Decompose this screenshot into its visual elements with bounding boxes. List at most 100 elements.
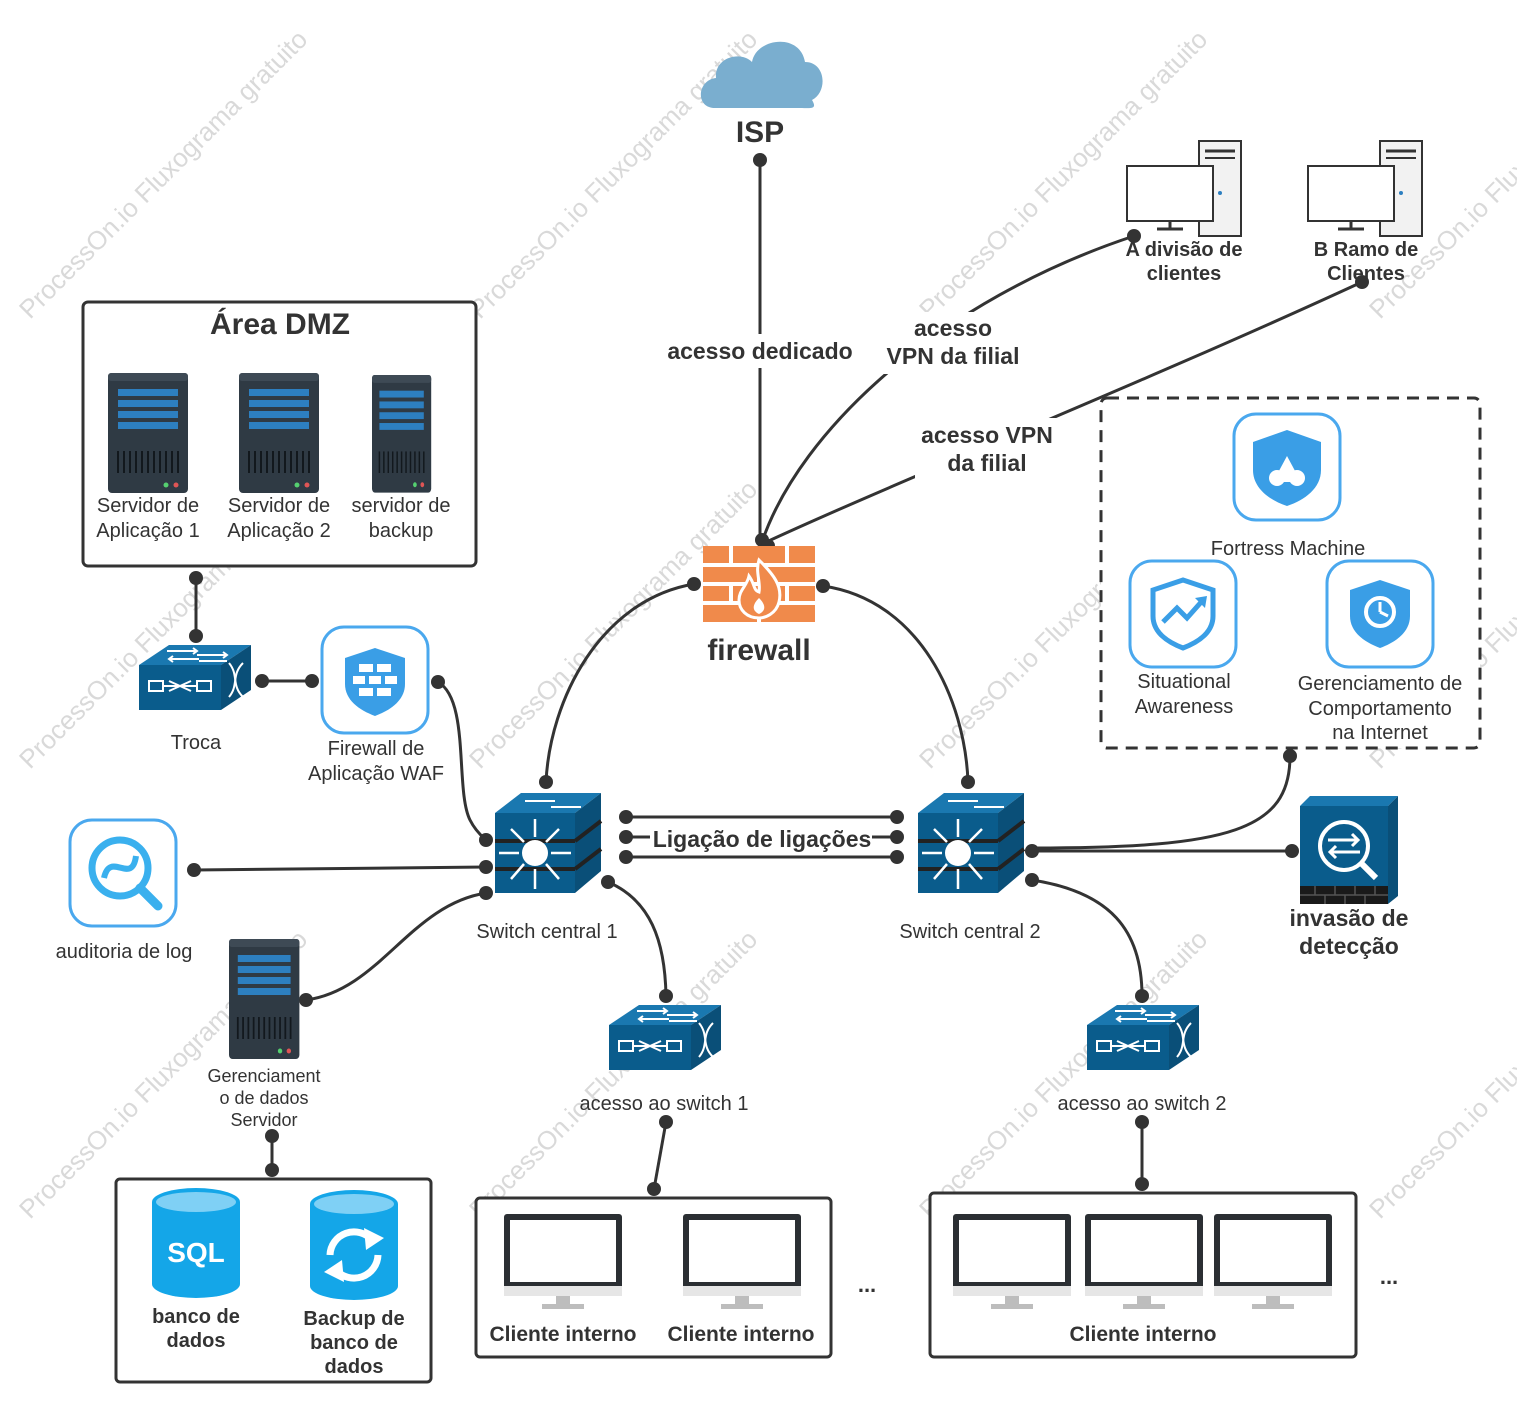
internal-clients-group-2: Cliente interno (928, 1191, 1358, 1359)
firewall-label: firewall (707, 634, 810, 667)
security-zone: Fortress Machine Situational Awareness G… (1099, 396, 1482, 750)
edge-label-vpn-a-1: acesso (914, 315, 992, 341)
desktop-pc-icon (1125, 139, 1243, 238)
backup-server-icon (371, 374, 433, 494)
fortress-label: Fortress Machine (1211, 538, 1366, 560)
behavior-label-3: na Internet (1332, 722, 1428, 744)
data-mgmt-label-1: Gerenciament (207, 1066, 320, 1086)
isp-node: ISP (700, 41, 823, 149)
sql-text: SQL (167, 1237, 225, 1268)
ids-label-1: invasão de (1290, 905, 1409, 931)
waf-label-2: Aplicação WAF (308, 763, 444, 785)
edge-label-dedicated: acesso dedicado (667, 338, 852, 364)
monitor-icon (683, 1214, 801, 1309)
client-label: Cliente interno (489, 1323, 636, 1346)
troca-label: Troca (171, 732, 222, 754)
server3-label-2: backup (369, 520, 434, 542)
connection-dots (187, 153, 1369, 1196)
server2-label-2: Aplicação 2 (227, 520, 330, 542)
monitor-icon (1214, 1214, 1332, 1309)
monitor-icon (953, 1214, 1071, 1309)
watermark-text: ProcessOn.io Fluxograma gratuito (913, 924, 1213, 1224)
intrusion-detection-node: invasão de detecção (1290, 796, 1409, 959)
log-audit-search-icon (88, 836, 163, 911)
branch-a-label-2: clientes (1147, 263, 1221, 285)
access-switch-1-label: acesso ao switch 1 (580, 1093, 749, 1115)
branch-a-label-1: A divisão de (1125, 239, 1242, 261)
log-audit-node: auditoria de log (56, 818, 193, 963)
more-clients-ellipsis-2: ... (1380, 1264, 1398, 1289)
access-switch-1: acesso ao switch 1 (580, 1004, 749, 1115)
database-label-2: dados (167, 1330, 226, 1352)
server2-label-1: Servidor de (228, 495, 330, 517)
access-switch-2-icon (1086, 1004, 1200, 1071)
core-switch-1: Switch central 1 (476, 791, 618, 943)
branch-b-label-1: B Ramo de (1314, 239, 1418, 261)
client-label: Cliente interno (667, 1323, 814, 1346)
troca-node: Troca (138, 644, 252, 754)
watermark-text: ProcessOn.io Fluxograma gratuito (1363, 924, 1517, 1224)
core-switch-1-label: Switch central 1 (476, 921, 617, 943)
log-audit-label: auditoria de log (56, 941, 193, 963)
data-mgmt-label-3: Servidor (230, 1110, 297, 1130)
data-management-server-icon (228, 938, 301, 1060)
dmz-area: Área DMZ Servidor de Aplicação 1 Servido… (81, 300, 478, 568)
dmz-title: Área DMZ (210, 307, 350, 341)
data-management-node: Gerenciament o de dados Servidor (207, 938, 321, 1130)
data-mgmt-label-2: o de dados (219, 1088, 308, 1108)
troca-switch-icon (138, 644, 252, 711)
behavior-management-icon (1350, 580, 1410, 648)
access-switch-2-label: acesso ao switch 2 (1058, 1093, 1227, 1115)
firewall-icon (703, 546, 815, 622)
db-backup-sync-icon (310, 1190, 398, 1300)
monitor-icon (1085, 1214, 1203, 1309)
waf-node: Firewall de Aplicação WAF (308, 625, 444, 785)
server1-label-2: Aplicação 1 (96, 520, 199, 542)
waf-label-1: Firewall de (328, 738, 425, 760)
intrusion-detection-icon (1300, 796, 1398, 904)
cloud-icon (700, 41, 823, 109)
branch-b-label-2: Clientes (1327, 263, 1405, 285)
watermark-text: ProcessOn.io Fluxograma gratuito (463, 924, 763, 1224)
edge-label-link-aggregation: Ligação de ligações (653, 826, 872, 852)
edge-label-vpn-b-2: da filial (947, 450, 1026, 476)
application-server-1-icon (107, 372, 189, 494)
behavior-label-2: Comportamento (1308, 698, 1451, 720)
monitor-icon (504, 1214, 622, 1309)
behavior-label-1: Gerenciamento de (1298, 673, 1463, 695)
edge-label-vpn-a-2: VPN da filial (887, 343, 1020, 369)
core-switch-1-icon (493, 791, 603, 895)
access-switch-2: acesso ao switch 2 (1058, 1004, 1227, 1115)
situational-label-2: Awareness (1135, 696, 1234, 718)
internal-clients-group-1: Cliente interno Cliente interno (474, 1196, 833, 1359)
firewall-node: firewall (703, 546, 815, 667)
core-switch-2-label: Switch central 2 (899, 921, 1040, 943)
isp-label: ISP (736, 116, 784, 149)
branch-b-node: B Ramo de Clientes (1306, 139, 1424, 285)
core-switch-2: Switch central 2 (899, 791, 1041, 943)
more-clients-ellipsis-1: ... (858, 1272, 876, 1297)
access-switch-1-icon (608, 1004, 722, 1071)
database-group: SQL banco de dados Backup de banco de da… (114, 1177, 433, 1384)
client-label: Cliente interno (1069, 1323, 1216, 1346)
core-switch-2-icon (916, 791, 1026, 895)
situational-label-1: Situational (1137, 671, 1230, 693)
branch-a-node: A divisão de clientes (1125, 139, 1243, 285)
watermark-text: ProcessOn.io Fluxograma gratuito (13, 24, 313, 324)
edge-labels: acesso dedicado acesso VPN da filial ace… (650, 312, 1060, 853)
server1-label-1: Servidor de (97, 495, 199, 517)
ids-label-2: detecção (1299, 933, 1399, 959)
db-backup-label-2: banco de (310, 1332, 398, 1354)
edge-label-vpn-b-1: acesso VPN (921, 422, 1053, 448)
server3-label-1: servidor de (352, 495, 451, 517)
sql-database-icon: SQL (152, 1188, 240, 1298)
situational-awareness-icon (1150, 577, 1216, 651)
database-label-1: banco de (152, 1306, 240, 1328)
fortress-shield-icon (1253, 430, 1321, 506)
desktop-pc-icon (1306, 139, 1424, 238)
db-backup-label-3: dados (325, 1356, 384, 1378)
application-server-2-icon (238, 372, 320, 494)
db-backup-label-1: Backup de (303, 1308, 404, 1330)
